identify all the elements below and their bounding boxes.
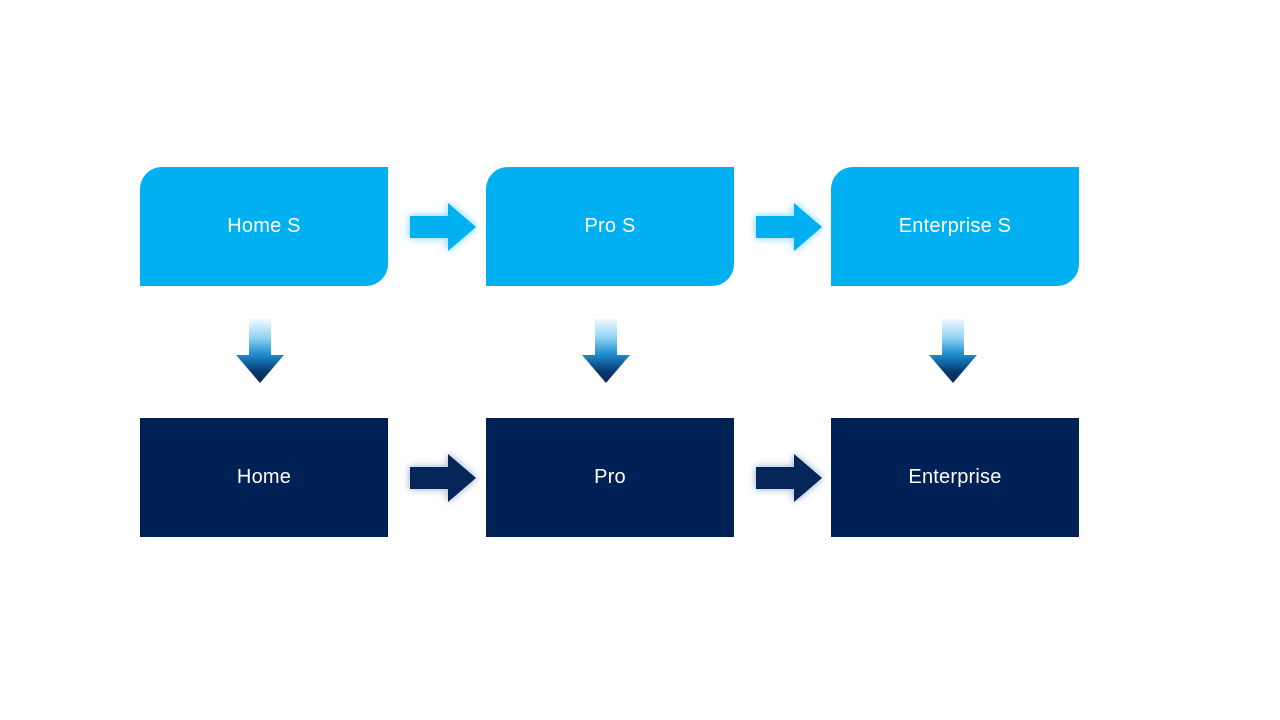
right-arrow-icon <box>756 203 822 251</box>
node-pro-label: Pro <box>594 466 626 488</box>
node-pro-s-label: Pro S <box>584 215 636 237</box>
down-arrow-icon <box>236 319 284 383</box>
node-enterprise: Enterprise <box>831 418 1079 537</box>
down-arrow-icon <box>582 319 630 383</box>
node-home-label: Home <box>236 466 292 488</box>
right-arrow-icon <box>756 454 822 502</box>
node-home-s-label: Home S <box>227 215 301 237</box>
right-arrow-icon <box>410 203 476 251</box>
node-home: Home <box>140 418 388 537</box>
down-arrow-icon <box>929 319 977 383</box>
node-enterprise-s-label: Enterprise S <box>898 215 1012 237</box>
right-arrow-icon <box>410 454 476 502</box>
node-pro-s: Pro S <box>486 167 734 286</box>
node-home-s: Home S <box>140 167 388 286</box>
node-enterprise-s: Enterprise S <box>831 167 1079 286</box>
node-pro: Pro <box>486 418 734 537</box>
node-enterprise-label: Enterprise <box>908 466 1002 488</box>
